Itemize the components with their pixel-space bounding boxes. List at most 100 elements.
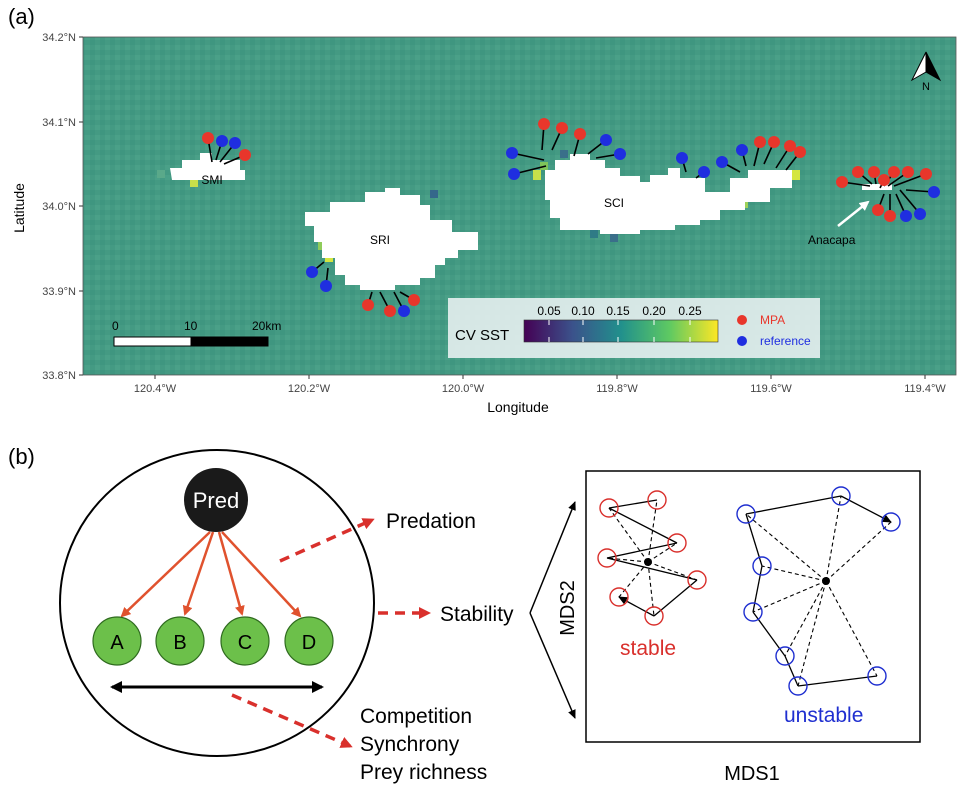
trajectory-segment (784, 655, 799, 687)
colorbar-tick-label: 0.15 (606, 304, 630, 318)
x-tick-label: 119.8°W (596, 383, 638, 395)
reference-site-dot (508, 168, 520, 180)
stability-label: Stability (440, 603, 514, 626)
unstable-sample-ring (867, 666, 887, 686)
mpa-site-dot (784, 140, 796, 152)
site-pins (202, 118, 940, 317)
legend-reference-dot (737, 336, 747, 346)
mpa-site-dot (852, 166, 864, 178)
y-axis-ticks: 34.2°N 34.1°N 34.0°N 33.9°N 33.8°N (42, 32, 83, 382)
prey-node-c (220, 616, 270, 666)
island-smi-shape (170, 153, 245, 180)
legend-mpa-label: MPA (760, 313, 785, 327)
mpa-site-dot (384, 305, 396, 317)
y-tick-label: 33.9°N (42, 286, 76, 298)
centroid-distance-line (752, 580, 827, 613)
mpa-site-dot (920, 168, 932, 180)
centroid-distance-line (745, 513, 827, 582)
scale-tick-20: 20km (252, 319, 281, 333)
predation-flow-arrow (279, 518, 375, 563)
mpa-site-dot (872, 204, 884, 216)
islands (170, 153, 892, 290)
island-label-sci: SCI (604, 196, 624, 210)
y-tick-label: 33.8°N (42, 370, 76, 382)
scale-tick-0: 0 (112, 319, 119, 333)
trajectory-segment (752, 565, 763, 613)
prey-node-d (284, 616, 334, 666)
prey-node-b (155, 616, 205, 666)
x-tick-label: 120.0°W (442, 383, 485, 395)
trajectory-segment (618, 596, 655, 617)
predation-arrow-a (120, 531, 211, 618)
scale-tick-10: 10 (184, 319, 198, 333)
colorbar-tick-label: 0.20 (642, 304, 666, 318)
y-tick-label: 34.0°N (42, 201, 76, 213)
island-sri-shape (305, 188, 478, 290)
mds-y-label: MDS2 (557, 580, 579, 636)
synchrony-label: Synchrony (360, 733, 460, 756)
bracket-arrow-up (529, 501, 576, 614)
predation-label: Predation (386, 510, 476, 533)
mpa-site-dot (878, 174, 890, 186)
x-tick-label: 119.6°W (750, 383, 792, 395)
scale-bar: 0 10 20km (112, 319, 281, 347)
reference-site-dot (229, 137, 241, 149)
prey-node-a (92, 616, 142, 666)
colorbar (523, 319, 719, 343)
mds-ordination (597, 486, 901, 696)
centroid-distance-line (825, 495, 842, 582)
bracket-arrow-down (529, 612, 576, 719)
reference-site-dot (928, 186, 940, 198)
reference-site-dot (900, 210, 912, 222)
x-tick-label: 119.4°W (904, 383, 946, 395)
unstable-label: unstable (784, 704, 863, 727)
reference-site-dot (216, 135, 228, 147)
mpa-site-dot (884, 210, 896, 222)
centroid-distance-line (825, 521, 892, 582)
unstable-sample-ring (788, 676, 808, 696)
reference-site-dot (320, 280, 332, 292)
colorbar-tick-label: 0.25 (678, 304, 702, 318)
mpa-site-dot (902, 166, 914, 178)
y-axis-label: Latitude (11, 183, 27, 233)
trajectory-segment (608, 499, 658, 509)
anacapa-label: Anacapa (808, 233, 856, 247)
legend-mpa-dot (737, 315, 747, 325)
mpa-site-dot (408, 294, 420, 306)
community-circle (59, 449, 375, 757)
island-label-smi: SMI (201, 173, 222, 187)
unstable-sample-ring (775, 646, 795, 666)
stable-sample-ring (644, 606, 664, 626)
unstable-sample-ring (752, 556, 772, 576)
competition-label: Competition (360, 705, 472, 728)
predator-node (184, 468, 248, 532)
mpa-site-dot (538, 118, 550, 130)
predation-arrows (120, 531, 302, 618)
y-tick-label: 34.1°N (42, 117, 76, 129)
prey-label-d: D (302, 632, 316, 654)
reference-site-dot (676, 152, 688, 164)
trajectory-segment (608, 507, 678, 544)
mpa-site-dot (574, 128, 586, 140)
trajectory-segment (606, 542, 678, 559)
reference-site-dot (506, 147, 518, 159)
mpa-site-dot (868, 166, 880, 178)
reference-site-dot (736, 144, 748, 156)
anacapa-arrow (837, 200, 870, 227)
centroid-distance-line (784, 580, 827, 657)
reference-site-dot (600, 134, 612, 146)
predation-arrow-b (182, 531, 215, 616)
reference-site-dot (698, 166, 710, 178)
centroid-distance-line (825, 580, 878, 677)
predator-label: Pred (193, 488, 239, 513)
mds-plot-box (585, 470, 921, 743)
competition-flow-arrow (231, 693, 353, 748)
island-label-sri: SRI (370, 233, 390, 247)
mpa-site-dot (888, 166, 900, 178)
y-tick-label: 34.2°N (42, 32, 76, 44)
island-anacapa-shape (862, 184, 892, 190)
centroid-distance-line (647, 542, 678, 563)
stable-sample-ring (687, 570, 707, 590)
